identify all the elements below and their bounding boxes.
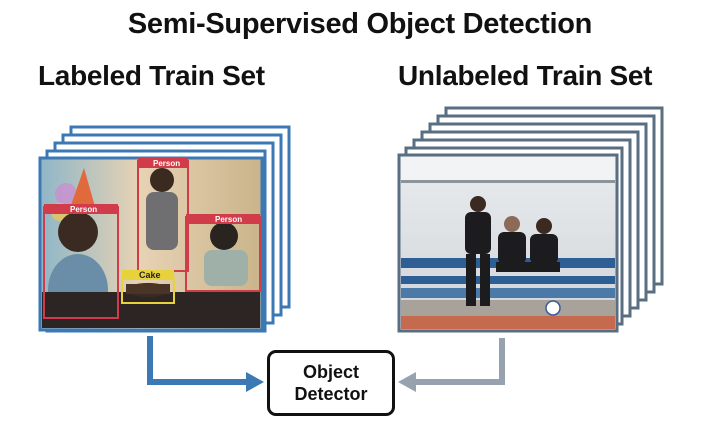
unlabeled-arrow [398,338,505,392]
bbox-person-3: Person [185,214,261,292]
labeled-image [38,156,264,332]
bbox-label: Person [215,215,242,224]
object-detector-box: Object Detector [267,350,395,416]
labeled-set-label: Labeled Train Set [38,60,265,91]
bbox-person-1: Person [43,204,119,319]
bbox-label: Cake [139,270,161,280]
labeled-arrow [147,336,264,392]
bbox-label: Person [153,159,180,168]
bbox-label: Person [70,205,97,214]
detector-label-line1: Object [302,362,359,382]
unlabeled-image [397,153,619,333]
bbox-cake: Cake [121,270,175,304]
detector-label-line2: Detector [294,384,368,404]
diagram-title: Semi-Supervised Object Detection [127,8,593,40]
unlabeled-set-label: Unlabeled Train Set [398,60,653,91]
